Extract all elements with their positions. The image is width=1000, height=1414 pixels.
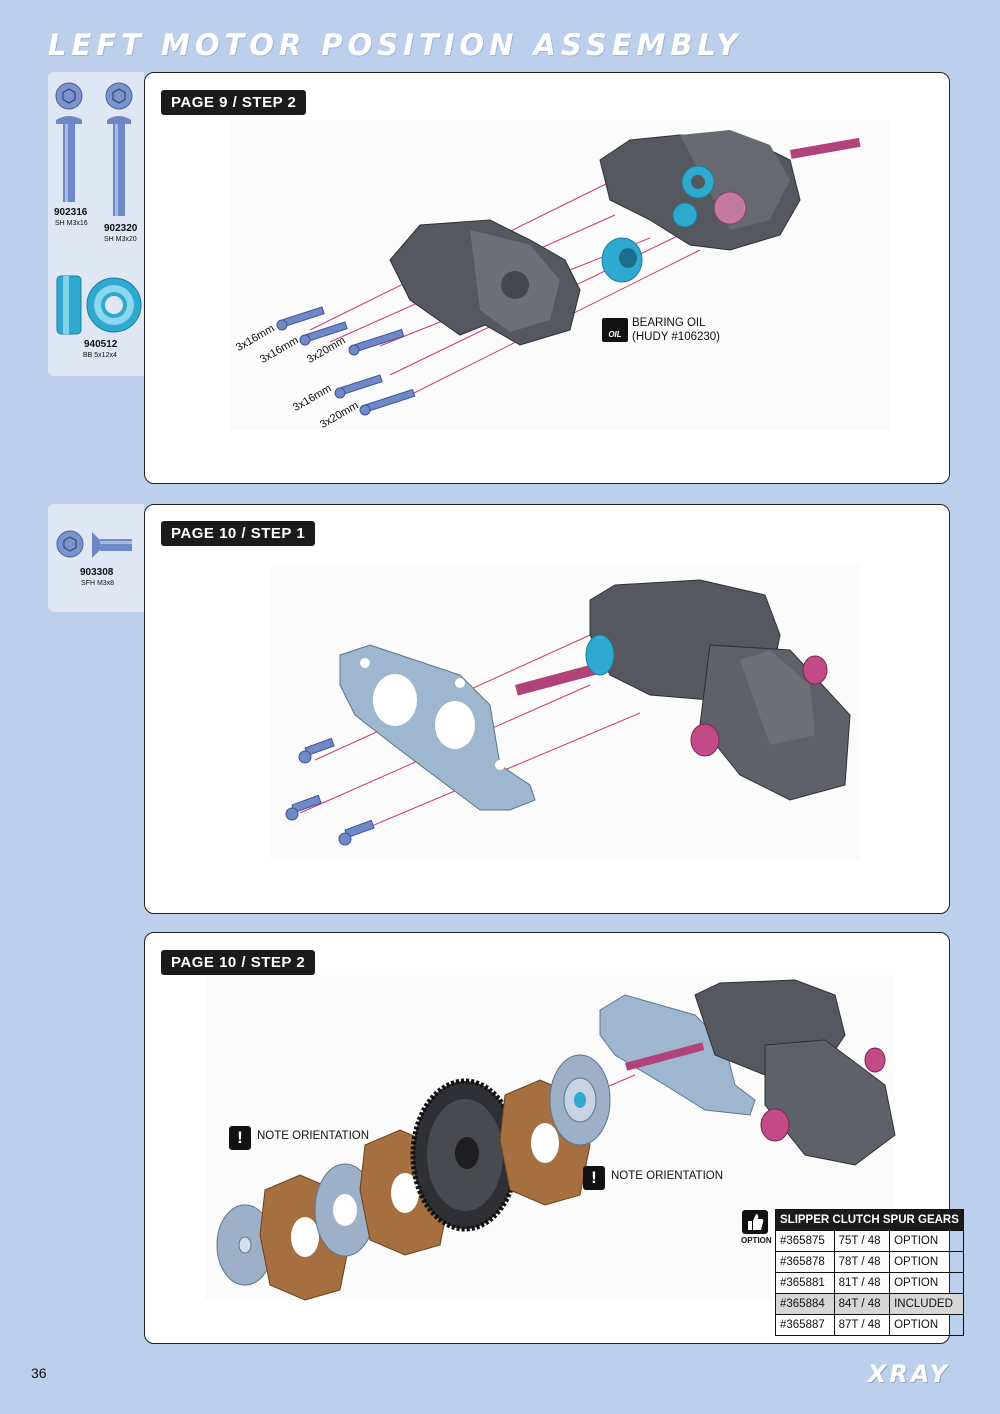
part-desc-902320: SH M3x20 (104, 236, 137, 243)
part-desc-902316: SH M3x16 (55, 220, 88, 227)
part-desc-903308: SFH M3x8 (81, 580, 115, 587)
step-label-page10-step1: PAGE 10 / STEP 1 (161, 521, 316, 546)
screw-m3x20-icon (105, 82, 133, 216)
table-row: #365887 87T / 48 OPTION (775, 1314, 964, 1336)
gear-status: OPTION (889, 1314, 964, 1336)
part-code-940512: 940512 (84, 339, 118, 350)
screw-m3x16-icon (55, 82, 83, 202)
bearing-oil-note: BEARING OIL (632, 317, 706, 329)
step-label-page10-step2: PAGE 10 / STEP 2 (161, 950, 316, 975)
gear-teeth: 87T / 48 (833, 1314, 891, 1336)
gear-status: OPTION (889, 1230, 964, 1252)
oil-icon: OIL (602, 318, 628, 342)
brand-logo: XRAY (867, 1360, 950, 1388)
table-row: #365878 78T / 48 OPTION (775, 1251, 964, 1273)
warning-icon: ! (229, 1126, 251, 1150)
bearing-icon (56, 275, 142, 335)
gear-status: OPTION (889, 1272, 964, 1294)
gear-table-header: SLIPPER CLUTCH SPUR GEARS (775, 1209, 964, 1231)
gear-code: #365878 (775, 1251, 835, 1273)
note-orientation-right: NOTE ORIENTATION (611, 1170, 724, 1182)
gear-status: INCLUDED (889, 1293, 964, 1315)
parts-sidebar-step2 (48, 504, 144, 612)
motor-plate-exploded-diagram (270, 565, 860, 860)
part-desc-940512: BB 5x12x4 (83, 352, 117, 359)
gear-code: #365887 (775, 1314, 835, 1336)
screw-flat-head-icon (56, 530, 132, 558)
spur-gear-table: SLIPPER CLUTCH SPUR GEARS #365875 75T / … (775, 1209, 964, 1336)
page-title: LEFT MOTOR POSITION ASSEMBLY (48, 28, 743, 62)
gear-code: #365884 (775, 1293, 835, 1315)
part-code-902320: 902320 (104, 223, 138, 234)
step-label-page9-step2: PAGE 9 / STEP 2 (161, 90, 307, 115)
gear-status: OPTION (889, 1251, 964, 1273)
gear-teeth: 84T / 48 (833, 1293, 891, 1315)
option-icon-label: OPTION (741, 1236, 772, 1245)
table-row: #365881 81T / 48 OPTION (775, 1272, 964, 1294)
thumbs-up-icon (742, 1210, 768, 1234)
warning-icon: ! (583, 1166, 605, 1190)
gear-teeth: 75T / 48 (833, 1230, 891, 1252)
oil-icon-label: OIL (608, 330, 622, 339)
table-row-included: #365884 84T / 48 INCLUDED (775, 1293, 964, 1315)
gearbox-exploded-diagram (230, 120, 890, 430)
table-row: #365875 75T / 48 OPTION (775, 1230, 964, 1252)
note-orientation-left: NOTE ORIENTATION (257, 1130, 370, 1142)
gear-code: #365881 (775, 1272, 835, 1294)
page-number: 36 (31, 1365, 47, 1381)
part-code-902316: 902316 (54, 207, 88, 218)
bearing-oil-ref: (HUDY #106230) (632, 331, 721, 343)
gear-code: #365875 (775, 1230, 835, 1252)
gear-teeth: 81T / 48 (833, 1272, 891, 1294)
part-code-903308: 903308 (80, 567, 114, 578)
gear-teeth: 78T / 48 (833, 1251, 891, 1273)
